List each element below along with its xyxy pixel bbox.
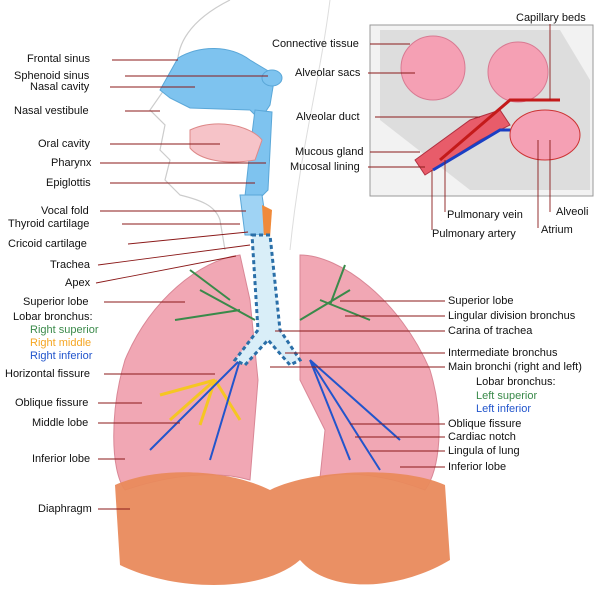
label-carina: Carina of trachea (448, 325, 533, 337)
label-cardiac-notch: Cardiac notch (448, 431, 516, 443)
label-middle-lobe: Middle lobe (32, 417, 89, 429)
label-main-bronchi: Main bronchi (right and left) (448, 361, 582, 373)
label-oral-cavity: Oral cavity (38, 138, 90, 150)
oral-cavity (189, 123, 263, 163)
thyroid-orange (262, 205, 272, 238)
label-nasal-cavity: Nasal cavity (30, 81, 90, 93)
label-superior-lobe-left: Superior lobe (448, 295, 514, 307)
label-superior-lobe-right: Superior lobe (23, 296, 89, 308)
right-middle-bronchi (159, 378, 242, 426)
label-pulmonary-vein: Pulmonary vein (447, 209, 523, 221)
label-epiglottis: Epiglottis (46, 177, 91, 189)
label-atrium: Atrium (541, 224, 573, 236)
alveoli-cluster (509, 109, 581, 161)
label-left-superior: Left superior (476, 390, 538, 402)
label-lingular-division-bronchus: Lingular division bronchus (448, 310, 576, 322)
right-superior-bronchi (174, 269, 256, 321)
label-sphenoid-sinus: Sphenoid sinus (14, 70, 90, 82)
label-capillary-beds: Capillary beds (516, 12, 586, 24)
head-outline (149, 0, 231, 251)
inferior-bronchi (149, 359, 401, 471)
pulmonary-vein-inset (439, 98, 560, 162)
label-cricoid-cartilage: Cricoid cartilage (8, 238, 87, 250)
label-apex: Apex (65, 277, 91, 289)
label-diaphragm: Diaphragm (38, 503, 92, 515)
left-superior-bronchi (299, 264, 371, 321)
label-inferior-lobe-right: Inferior lobe (32, 453, 91, 465)
label-mucosal-lining: Mucosal lining (290, 161, 360, 173)
label-horizontal-fissure: Horizontal fissure (5, 368, 90, 380)
label-trachea: Trachea (50, 259, 90, 271)
label-oblique-fissure-left: Oblique fissure (448, 418, 522, 430)
label-frontal-sinus: Frontal sinus (27, 53, 90, 65)
label-right-superior: Right superior (30, 324, 99, 336)
trachea (232, 233, 303, 367)
label-thyroid-cartilage: Thyroid cartilage (8, 218, 90, 230)
label-lobar-bronchus-right: Lobar bronchus: (13, 311, 93, 323)
leader-lines (95, 24, 551, 510)
label-intermediate-bronchus: Intermediate bronchus (448, 347, 558, 359)
label-left-inferior: Left inferior (476, 403, 532, 415)
sphenoid-sinus (261, 69, 283, 87)
label-nasal-vestibule: Nasal vestibule (14, 105, 89, 117)
label-inferior-lobe-left: Inferior lobe (448, 461, 507, 473)
label-mucous-gland: Mucous gland (295, 146, 364, 158)
label-connective-tissue: Connective tissue (272, 38, 359, 50)
label-vocal-fold: Vocal fold (41, 205, 89, 217)
alveolar-sac-2 (487, 41, 549, 103)
label-alveolar-sacs: Alveolar sacs (295, 67, 361, 79)
label-right-middle: Right middle (30, 337, 92, 349)
diaphragm (115, 472, 450, 585)
neck-outline (289, 0, 331, 251)
label-alveoli: Alveoli (556, 206, 589, 218)
nasal-cavity (159, 48, 276, 121)
label-right-inferior: Right inferior (30, 350, 93, 362)
label-alveolar-duct: Alveolar duct (296, 111, 360, 123)
label-oblique-fissure-right: Oblique fissure (15, 397, 89, 409)
label-lobar-bronchus-left: Lobar bronchus: (476, 376, 556, 388)
label-pulmonary-artery: Pulmonary artery (432, 228, 516, 240)
label-pharynx: Pharynx (51, 157, 92, 169)
alveolar-sac-1 (400, 35, 466, 101)
label-lingula: Lingula of lung (448, 445, 520, 457)
